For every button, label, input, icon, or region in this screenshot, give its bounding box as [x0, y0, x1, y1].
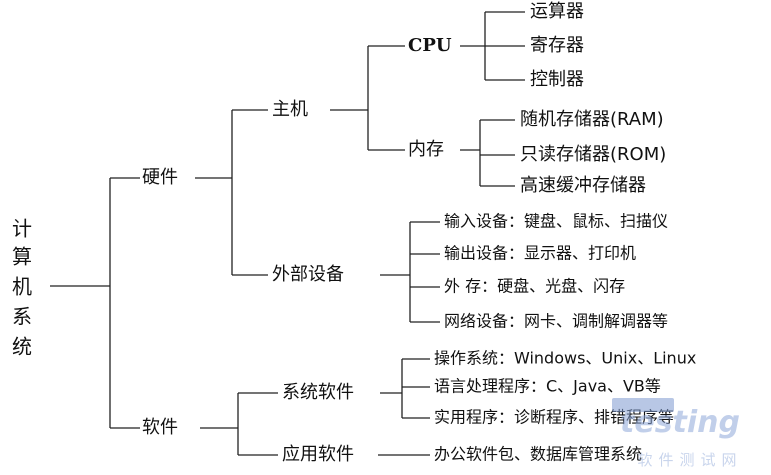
node-lang: 语言处理程序：C、Java、VB等	[434, 377, 661, 396]
node-external-storage: 外 存：硬盘、光盘、闪存	[444, 277, 625, 296]
node-software: 软件	[142, 417, 178, 438]
root-char-3: 机	[12, 275, 32, 299]
node-utility: 实用程序：诊断程序、排错程序等	[434, 408, 674, 427]
node-cpu: CPU	[408, 35, 452, 56]
root-node: 计 算 机 系 统	[12, 217, 32, 359]
node-cache: 高速缓冲存储器	[520, 175, 646, 196]
node-peripherals: 外部设备	[272, 264, 344, 285]
root-char-1: 计	[12, 217, 32, 241]
watermark-logo: testing 软件测试网	[612, 398, 742, 469]
node-host: 主机	[272, 99, 308, 120]
node-register: 寄存器	[530, 35, 584, 56]
node-ram: 随机存储器(RAM)	[520, 109, 664, 130]
watermark-caption: 软件测试网	[637, 451, 742, 469]
node-os: 操作系统：Windows、Unix、Linux	[434, 349, 696, 368]
watermark-logo-text: testing	[620, 405, 740, 440]
node-input-device: 输入设备：键盘、鼠标、扫描仪	[444, 212, 668, 231]
root-char-2: 算	[12, 245, 32, 269]
node-app-items: 办公软件包、数据库管理系统	[434, 445, 642, 464]
node-alu: 运算器	[530, 1, 584, 22]
node-network-device: 网络设备：网卡、调制解调器等	[444, 312, 668, 331]
node-controller: 控制器	[530, 69, 584, 90]
node-hardware: 硬件	[142, 167, 178, 188]
tree-connectors	[50, 11, 525, 456]
root-char-4: 系	[12, 305, 32, 329]
node-output-device: 输出设备：显示器、打印机	[444, 244, 636, 263]
root-char-5: 统	[12, 335, 32, 359]
watermark-badge	[612, 398, 674, 412]
node-memory: 内存	[408, 139, 444, 160]
node-system-software: 系统软件	[282, 382, 354, 403]
node-application-software: 应用软件	[282, 444, 354, 465]
node-rom: 只读存储器(ROM)	[520, 144, 666, 165]
